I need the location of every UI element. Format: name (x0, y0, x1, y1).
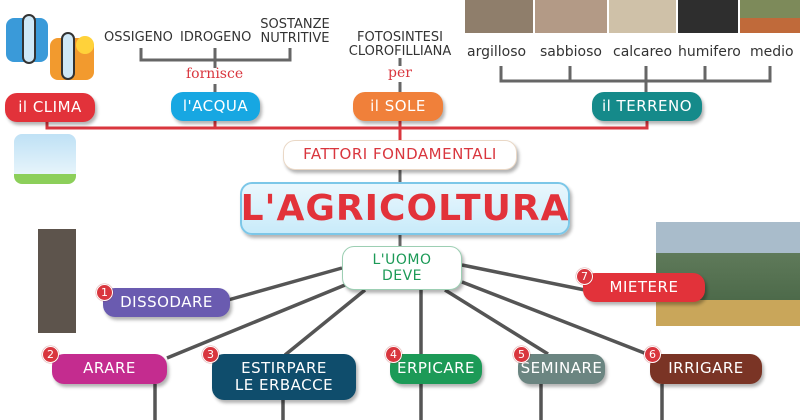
step-badge: 6 (644, 346, 661, 363)
sostanze-nutritive-label: SOSTANZE NUTRITIVE (260, 17, 330, 46)
terreno-type-medio: medio (750, 44, 794, 60)
thermometer-icon (61, 32, 75, 80)
clay-soil-photo (465, 0, 533, 33)
action-mietere[interactable]: MIETERE (583, 273, 705, 302)
step-badge: 4 (385, 346, 402, 363)
terreno-type-humifero: humifero (678, 44, 741, 60)
medium-soil-photo (740, 0, 800, 33)
step-badge: 2 (42, 346, 59, 363)
terreno-type-calcareo: calcareo (613, 44, 673, 60)
uomo-deve-node: L'UOMO DEVE (342, 246, 462, 290)
shovel-photo (38, 229, 76, 333)
action-seminare[interactable]: SEMINARE (518, 354, 605, 384)
step-badge: 5 (513, 346, 530, 363)
sun-icon (76, 36, 94, 54)
action-erpicare[interactable]: ERPICARE (390, 354, 482, 384)
ossigeno-label: OSSIGENO (104, 30, 173, 45)
factor-terreno[interactable]: il TERRENO (592, 92, 702, 121)
action-dissodare[interactable]: DISSODARE (103, 288, 230, 317)
fattori-fondamentali-label: FATTORI FONDAMENTALI (283, 140, 517, 170)
fornisce-label: fornisce (186, 66, 244, 82)
sandy-soil-photo (535, 0, 607, 33)
factor-sole[interactable]: il SOLE (353, 92, 443, 121)
step-badge: 1 (96, 284, 113, 301)
thermometer-icon (22, 14, 36, 64)
step-badge: 3 (202, 346, 219, 363)
limestone-soil-photo (609, 0, 676, 33)
terreno-type-sabbioso: sabbioso (540, 44, 602, 60)
per-label: per (388, 65, 412, 81)
humus-soil-photo (678, 0, 738, 33)
fotosintesi-label: FOTOSINTESI CLOROFILLIANA (348, 30, 452, 59)
step-badge: 7 (576, 268, 593, 285)
factor-clima[interactable]: il CLIMA (5, 93, 95, 122)
factor-acqua[interactable]: l'ACQUA (171, 92, 260, 121)
action-estirpare[interactable]: ESTIRPARE LE ERBACCE (212, 354, 356, 400)
page-title: L'AGRICOLTURA (240, 182, 570, 235)
rain-icon (14, 134, 76, 184)
action-arare[interactable]: ARARE (52, 354, 167, 384)
action-irrigare[interactable]: IRRIGARE (650, 354, 762, 384)
terreno-type-argilloso: argilloso (467, 44, 527, 60)
idrogeno-label: IDROGENO (180, 30, 252, 45)
